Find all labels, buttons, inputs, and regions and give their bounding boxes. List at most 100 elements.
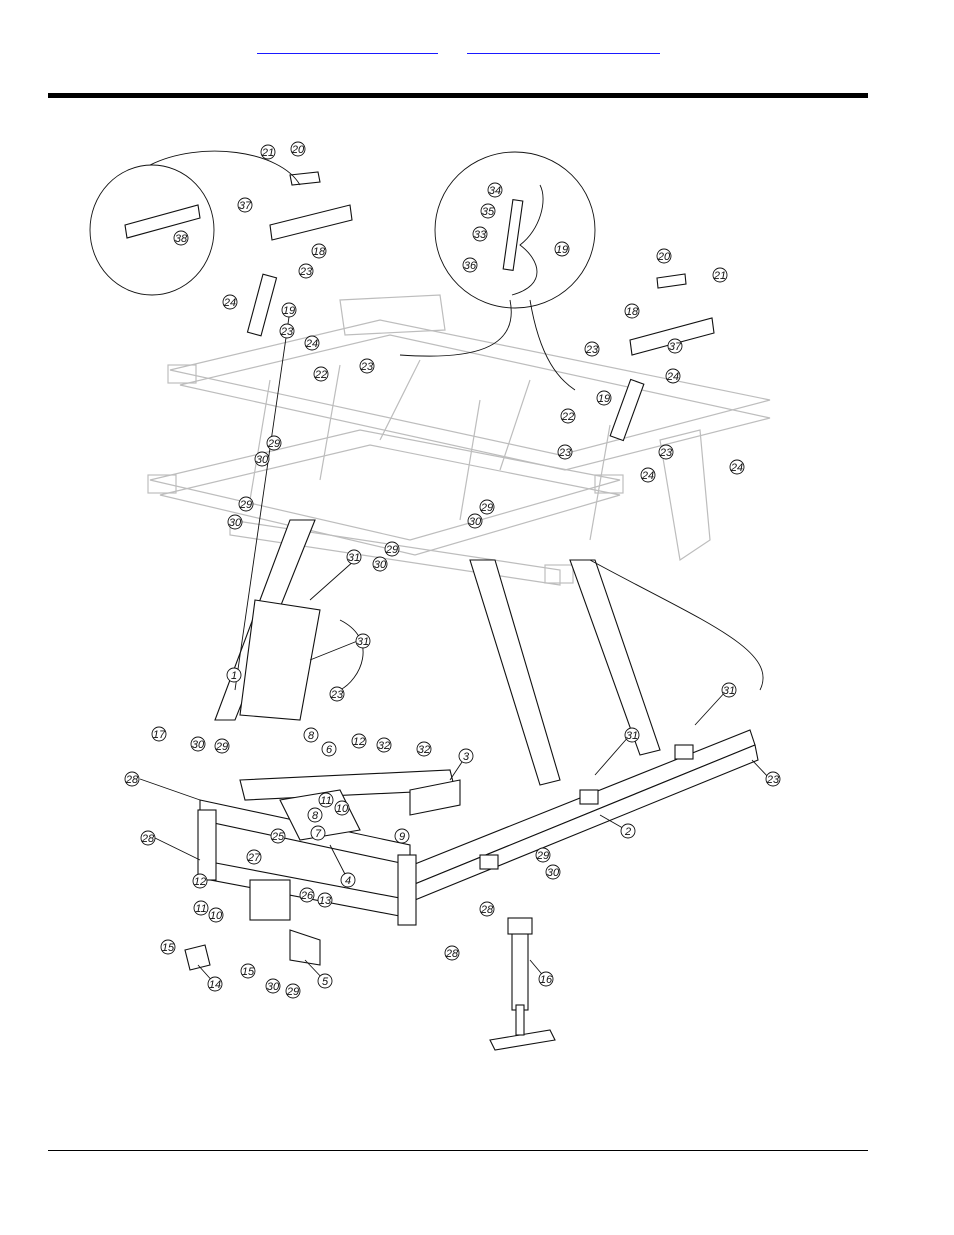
callout-balloon: 37 [238, 198, 252, 212]
callout-balloon: 24 [223, 295, 237, 309]
callout-number: 27 [247, 852, 261, 864]
callout-number: 31 [723, 685, 735, 697]
callout-balloon: 23 [330, 687, 344, 701]
callout-balloon: 23 [558, 445, 572, 459]
callout-balloon: 12 [352, 734, 366, 748]
callout-balloon: 19 [597, 391, 611, 405]
callout-balloon: 9 [395, 829, 409, 843]
callout-balloon: 32 [377, 738, 391, 752]
callout-balloon: 37 [668, 339, 682, 353]
callout-balloon: 30 [255, 452, 269, 466]
callout-number: 34 [489, 185, 501, 197]
callout-number: 30 [192, 739, 205, 751]
footer-rule [48, 1150, 868, 1151]
callout-balloon: 30 [373, 557, 387, 571]
callout-number: 29 [215, 741, 228, 753]
detail-bubble-left [90, 151, 300, 295]
callout-number: 28 [445, 948, 459, 960]
callout-number: 29 [286, 986, 299, 998]
turnbuckle-left [247, 172, 352, 336]
callout-number: 29 [239, 499, 252, 511]
callout-number: 24 [666, 371, 679, 383]
callout-number: 19 [556, 244, 568, 256]
callout-balloon: 30 [468, 514, 482, 528]
callout-balloon: 21 [713, 268, 727, 282]
callout-number: 31 [348, 552, 360, 564]
callout-number: 5 [322, 976, 329, 988]
callout-balloon: 29 [267, 436, 281, 450]
callout-number: 29 [385, 544, 398, 556]
callout-number: 30 [229, 517, 242, 529]
callout-number: 12 [353, 736, 365, 748]
callout-balloon: 31 [356, 634, 370, 648]
callout-number: 11 [320, 795, 331, 807]
callout-balloon: 31 [347, 550, 361, 564]
callout-number: 20 [291, 144, 305, 156]
callout-number: 4 [345, 875, 351, 887]
callout-balloon: 19 [555, 242, 569, 256]
callout-number: 23 [330, 689, 344, 701]
callout-balloon: 14 [208, 977, 222, 991]
callout-balloon: 23 [280, 324, 294, 338]
callout-number: 20 [657, 251, 671, 263]
callout-balloon: 24 [305, 336, 319, 350]
callout-balloon: 19 [282, 303, 296, 317]
callout-balloon: 3 [459, 749, 473, 763]
callout-number: 14 [209, 979, 221, 991]
callout-balloon: 33 [473, 227, 487, 241]
callout-number: 28 [141, 833, 155, 845]
callout-number: 23 [558, 447, 572, 459]
callout-balloon: 11 [319, 793, 333, 807]
callout-number: 25 [271, 831, 285, 843]
callout-balloon: 20 [657, 249, 671, 263]
callout-number: 10 [336, 803, 349, 815]
callout-number: 18 [626, 306, 639, 318]
callout-number: 7 [315, 828, 322, 840]
callout-balloon: 8 [304, 728, 318, 742]
callout-balloon: 23 [360, 359, 374, 373]
callout-number: 8 [312, 810, 319, 822]
callout-number: 29 [267, 438, 280, 450]
callout-number: 12 [194, 876, 206, 888]
callout-balloon: 28 [480, 902, 494, 916]
callout-number: 16 [540, 974, 553, 986]
callout-balloon: 16 [539, 972, 553, 986]
callout-balloon: 7 [311, 826, 325, 840]
callout-balloon: 15 [161, 940, 175, 954]
callout-balloon: 31 [722, 683, 736, 697]
callout-number: 24 [730, 462, 743, 474]
callout-number: 1 [231, 670, 237, 682]
callout-number: 3 [463, 751, 470, 763]
callout-balloon: 34 [488, 183, 502, 197]
header-rule [48, 93, 868, 98]
callout-number: 21 [261, 147, 274, 159]
callout-balloon: 27 [247, 850, 261, 864]
callout-number: 30 [256, 454, 269, 466]
callout-number: 11 [195, 903, 206, 915]
callout-number: 22 [314, 369, 327, 381]
callout-balloon: 1 [227, 668, 241, 682]
callout-balloon: 8 [308, 808, 322, 822]
callout-number: 37 [669, 341, 682, 353]
callout-number: 28 [125, 774, 139, 786]
callout-balloon: 17 [152, 727, 166, 741]
callout-number: 24 [641, 470, 654, 482]
callout-number: 33 [474, 229, 487, 241]
callout-balloon: 29 [385, 542, 399, 556]
callout-balloon: 25 [271, 829, 285, 843]
callout-number: 15 [162, 942, 175, 954]
frame-arms [215, 520, 660, 785]
callout-number: 31 [357, 636, 369, 648]
callout-balloon: 13 [318, 893, 332, 907]
callout-number: 22 [561, 411, 574, 423]
callout-balloon: 30 [191, 737, 205, 751]
callout-balloon: 26 [300, 888, 314, 902]
callout-number: 32 [418, 744, 430, 756]
callout-number: 23 [280, 326, 294, 338]
callout-balloon: 11 [194, 901, 208, 915]
callout-balloon: 18 [312, 244, 326, 258]
callout-balloon: 22 [561, 409, 575, 423]
callout-balloon: 10 [209, 908, 223, 922]
